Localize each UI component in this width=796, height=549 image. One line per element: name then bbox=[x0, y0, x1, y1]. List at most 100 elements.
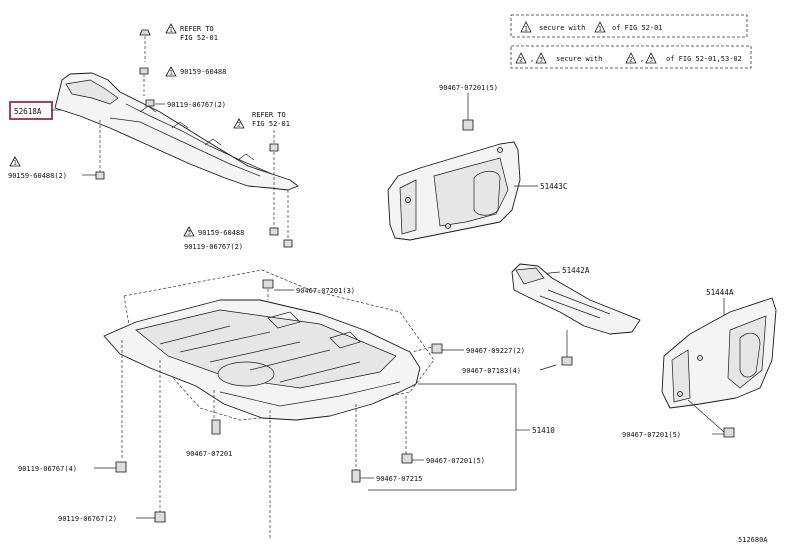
part-51444A: 51444A 90467-07201(5) bbox=[622, 288, 777, 439]
front-cover-shape bbox=[54, 72, 299, 191]
legend-row2-text1: secure with bbox=[556, 55, 602, 63]
front-cover-rib bbox=[109, 117, 261, 177]
under-cover-edge bbox=[219, 381, 401, 407]
callout-90467-07215: 90467-07215 bbox=[376, 475, 422, 483]
refer-tri-label: 2 bbox=[237, 122, 241, 129]
bolt-icon bbox=[95, 171, 105, 180]
leader-line bbox=[539, 364, 557, 371]
refer-triangle-icon bbox=[233, 118, 245, 129]
dashed-guide bbox=[411, 345, 437, 353]
part-label-51443C: 51443C bbox=[540, 182, 567, 191]
part-label-51442A: 51442A bbox=[562, 266, 590, 275]
clip-icon bbox=[401, 453, 413, 464]
callout-90467-07201-5-low: 90467-07201(5) bbox=[426, 457, 485, 465]
front-cover-rib bbox=[125, 103, 273, 175]
refer-triangle-icon bbox=[165, 66, 177, 77]
legend-tri-label: 2 bbox=[629, 57, 633, 64]
legend: 1 secure with 1 of FIG 52-01 2 , 3 secur… bbox=[510, 14, 752, 69]
callout-90119-06767-4: 90119-06767(4) bbox=[18, 465, 77, 473]
refer-tri-label: 1 bbox=[169, 70, 173, 77]
bolt-icon bbox=[139, 67, 149, 75]
legend-row1-text1: secure with bbox=[539, 24, 585, 32]
cover-51443C-pocket bbox=[473, 170, 501, 216]
bolt-icon bbox=[269, 227, 279, 236]
callout-90159-60488-mid: 90159-60488 bbox=[198, 229, 244, 237]
legend-triangle-icon bbox=[520, 21, 532, 33]
cover-51443C-panel bbox=[433, 157, 509, 227]
legend-row2-text2: of FIG 52-01,53-02 bbox=[666, 55, 742, 63]
callout-90119-06767-2-top: 90119-06767(2) bbox=[167, 101, 226, 109]
refer-to-2-line1: REFER TO bbox=[252, 111, 286, 119]
callout-90159-60488-2-left: 90159-60488(2) bbox=[8, 172, 67, 180]
cover-51444A-flange bbox=[671, 349, 691, 403]
dashed-outline bbox=[123, 269, 435, 421]
legend-triangle-icon bbox=[594, 21, 606, 33]
callout-90119-06767-2-mid: 90119-06767(2) bbox=[184, 243, 243, 251]
bolt-icon bbox=[115, 461, 127, 473]
bolt-icon bbox=[145, 99, 155, 107]
legend-comma: , bbox=[530, 55, 534, 63]
bolt-icon bbox=[561, 356, 573, 366]
clip-icon bbox=[269, 143, 279, 152]
callout-90119-06767-2-low: 90119-06767(2) bbox=[58, 515, 117, 523]
part-label-51444A: 51444A bbox=[706, 288, 734, 297]
mount-hole bbox=[697, 355, 703, 361]
legend-tri-label: 3 bbox=[649, 57, 653, 64]
legend-triangle-icon bbox=[625, 52, 637, 64]
mount-hole bbox=[445, 223, 451, 229]
front-cover-flange bbox=[65, 79, 119, 105]
cover-51442A-shape bbox=[511, 263, 641, 335]
legend-tri-label: 2 bbox=[519, 57, 523, 64]
legend-comma: , bbox=[640, 55, 644, 63]
clip-icon bbox=[462, 119, 474, 131]
legend-triangle-icon bbox=[515, 52, 527, 64]
refer-triangle-icon bbox=[9, 156, 21, 167]
refer-triangle-icon bbox=[183, 226, 195, 237]
callout-52618A: 52618A bbox=[14, 107, 42, 116]
clip-icon bbox=[431, 343, 443, 354]
part-51410 bbox=[103, 269, 437, 540]
bolt-icon bbox=[154, 511, 166, 523]
refer-tri-label: 3 bbox=[187, 230, 191, 237]
callout-90467-07201-bottom: 90467-07201 bbox=[186, 450, 232, 458]
legend-triangle-icon bbox=[645, 52, 657, 64]
mount-hole bbox=[497, 147, 503, 153]
legend-tri-label: 3 bbox=[539, 57, 543, 64]
clip-icon bbox=[723, 427, 735, 438]
cover-51444A-pocket bbox=[739, 332, 761, 378]
figure-id: 512680A bbox=[738, 536, 768, 544]
front-spoiler-cover bbox=[54, 72, 299, 191]
legend-box-2 bbox=[510, 45, 752, 69]
drain-opening bbox=[217, 361, 275, 387]
callout-90159-60488-top: 90159-60488 bbox=[180, 68, 226, 76]
part-label-51410: 51410 bbox=[532, 426, 555, 435]
part-51442A: 51442A bbox=[511, 263, 641, 366]
mount-hole bbox=[405, 197, 411, 203]
refer-to-1-line2: FIG 52-01 bbox=[180, 34, 218, 42]
bolt-icon bbox=[211, 419, 221, 435]
cover-51442A-flange bbox=[515, 267, 545, 285]
bolt-icon bbox=[351, 469, 361, 483]
callout-90467-07183-4: 90467-07183(4) bbox=[462, 367, 521, 375]
cover-51442A-rib bbox=[539, 289, 611, 319]
refer-to-2-line2: FIG 52-01 bbox=[252, 120, 290, 128]
legend-tri-label: 1 bbox=[598, 26, 602, 33]
callout-90467-07201-right: 90467-07201(5) bbox=[622, 431, 681, 439]
under-cover-vents bbox=[267, 311, 361, 349]
refer-triangle-icon bbox=[165, 23, 177, 34]
part-51443C: 90467-07201(5) 51443C bbox=[387, 84, 567, 241]
clip-icon bbox=[139, 29, 151, 36]
legend-box-1 bbox=[510, 14, 748, 38]
mount-hole bbox=[677, 391, 683, 397]
leader-line bbox=[687, 399, 725, 433]
refer-tri-label: 1 bbox=[13, 160, 17, 167]
callout-90467-07201-5-top: 90467-07201(5) bbox=[439, 84, 498, 92]
legend-row1-text2: of FIG 52-01 bbox=[612, 24, 663, 32]
top-fasteners: 1 REFER TO FIG 52-01 1 90159-60488 90119… bbox=[139, 23, 290, 152]
legend-tri-label: 1 bbox=[524, 26, 528, 33]
callout-90467-07201-3: 90467-07201(3) bbox=[296, 287, 355, 295]
main-part-highlight-box bbox=[9, 101, 53, 120]
under-cover-panel bbox=[135, 309, 397, 389]
